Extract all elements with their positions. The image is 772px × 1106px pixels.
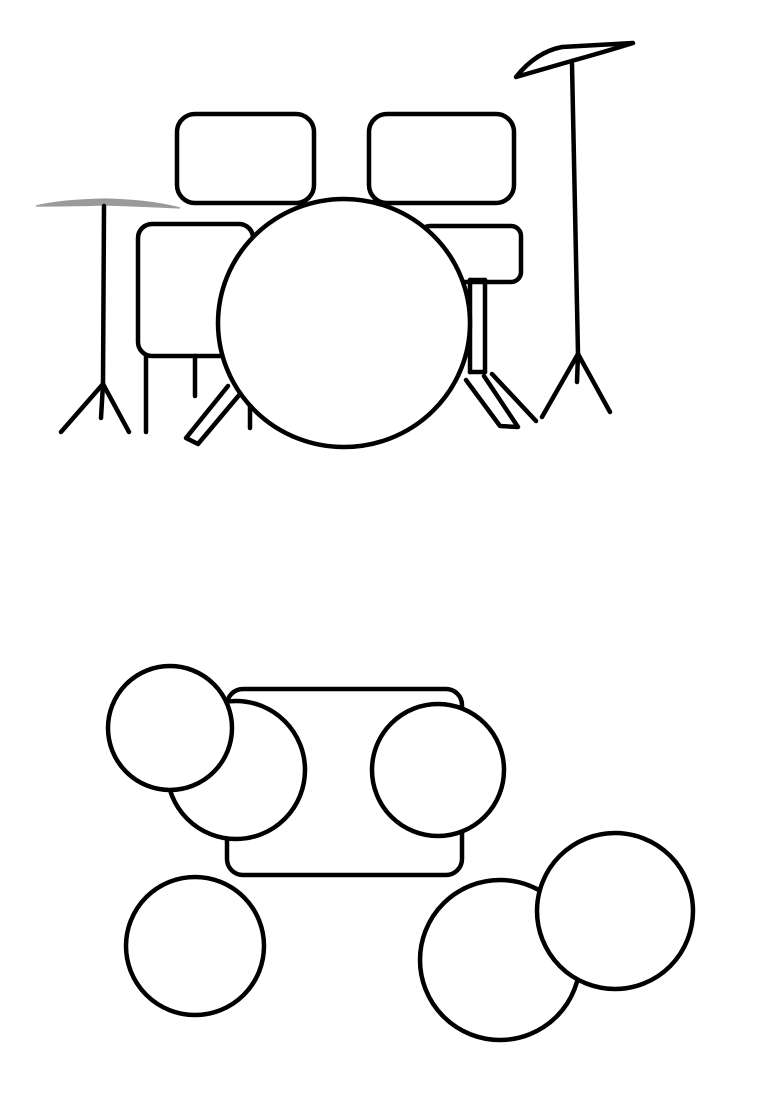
crash-cymbal-leg [574, 351, 581, 385]
top-view-drum-kit [105, 663, 696, 1043]
top-hi-hat [105, 663, 235, 793]
hi-hat-leg [100, 381, 132, 435]
top-ride-cymbal [534, 830, 696, 992]
top-rack-tom [369, 701, 507, 839]
bass-drum-spur-left [183, 383, 243, 447]
crash-cymbal [513, 40, 636, 80]
hi-hat-leg [58, 381, 106, 435]
hi-hat-leg [98, 381, 106, 421]
crash-cymbal-leg [539, 351, 581, 420]
bass-drum-spur-right [463, 373, 521, 430]
crash-cymbal-leg [575, 351, 613, 415]
hi-hat-cymbal [35, 198, 181, 209]
hi-hat-stand [100, 203, 107, 387]
front-view-drum-kit [35, 40, 636, 450]
top-crash-cymbal [123, 874, 267, 1018]
rack-tom-left [174, 111, 317, 206]
crash-cymbal-stand [569, 61, 581, 357]
bass-drum-spur-right [489, 371, 539, 424]
rack-tom-right [366, 111, 517, 206]
bass-drum [215, 196, 473, 450]
